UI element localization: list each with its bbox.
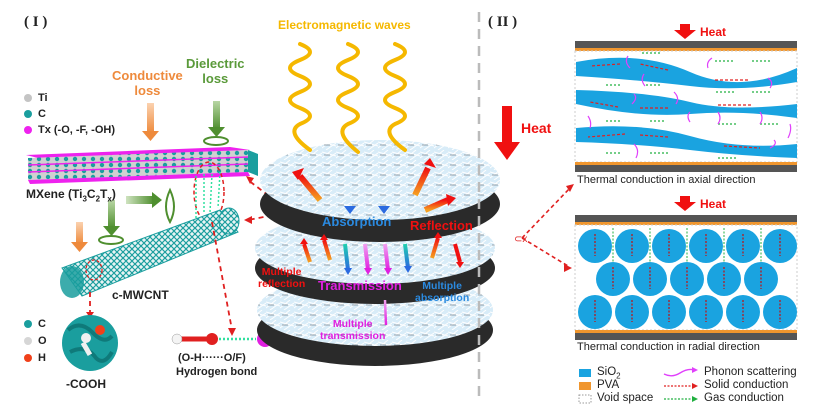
mxene-label: MXene (Ti3C2Tx): [26, 187, 116, 204]
multiple-reflection-arrows: [300, 232, 464, 268]
legend-phonon: Phonon scattering: [704, 366, 797, 378]
void-swatch: [578, 394, 592, 404]
c-mwcnt-tube: [60, 207, 240, 298]
conductive-arrow-lower: [71, 222, 88, 252]
heat-label-axial: Heat: [700, 25, 727, 39]
disc-cross-marker: ⊂x: [514, 234, 527, 245]
dielectric-loss-line1: Dielectric: [186, 56, 245, 71]
panel-label-ii: ( II ): [488, 14, 518, 30]
legend-tx-label: Tx (-O, -F, -OH): [38, 124, 115, 136]
multiple-absorption-line1: Multiple: [422, 280, 462, 292]
mxene-sheet: [26, 147, 258, 184]
multiple-transmission-line2: transmission: [320, 330, 386, 342]
legend-ti: Ti: [24, 92, 48, 104]
absorption-arrows: [344, 178, 390, 214]
callout-arrowhead: [244, 216, 252, 224]
h-atom-icon: [24, 354, 32, 362]
dielectric-loss-line2: loss: [202, 71, 229, 86]
legend-void: Void space: [597, 392, 654, 404]
o-atom-icon: [24, 337, 32, 345]
dielectric-loss-arrow: [203, 101, 229, 146]
multiple-reflection-label: Multiple reflection: [258, 266, 305, 290]
dielectric-arrow-horizontal: [126, 187, 175, 225]
radial-caption: Thermal conduction in radial direction: [577, 341, 760, 353]
cnt-label: c-MWCNT: [112, 288, 169, 302]
em-wave-3: [383, 42, 407, 152]
sio2-swatch: [579, 369, 591, 377]
sio2-particles: [578, 228, 797, 329]
multiple-transmission-label: Multiple transmission: [320, 318, 385, 342]
thermal-callout-arrows: [521, 187, 571, 267]
conductive-loss-arrow: [142, 103, 159, 141]
hbond-formula: (O-H······O/F): [178, 352, 246, 364]
legend-ti-label: Ti: [38, 92, 48, 104]
callout-arrowhead: [246, 176, 254, 184]
radial-conduction-box: [574, 196, 798, 340]
heat-arrow-center: [494, 106, 520, 160]
callout-arrowhead: [228, 328, 236, 336]
ti-atom-icon: [24, 94, 32, 102]
reflection-label: Reflection: [410, 218, 473, 233]
em-wave-icons: [288, 42, 407, 154]
em-wave-2: [336, 42, 360, 154]
legend-bottom-o: O: [24, 335, 47, 347]
pva-swatch: [579, 382, 591, 390]
cooh-sphere: [62, 315, 118, 371]
dielectric-loss-label: Dielectric loss: [186, 56, 245, 86]
heat-label-radial: Heat: [700, 197, 727, 211]
legend-bottom-h: H: [24, 352, 46, 364]
axial-caption: Thermal conduction in axial direction: [577, 174, 756, 186]
tx-atom-icon: [24, 126, 32, 134]
cooh-label: -COOH: [66, 377, 106, 391]
absorption-label: Absorption: [322, 214, 392, 229]
callout-arrowhead: [566, 184, 574, 192]
multiple-absorption-line2: absorption: [415, 292, 470, 304]
legend-pva: PVA: [597, 379, 620, 391]
legend-solid: Solid conduction: [704, 379, 789, 391]
conductive-loss-line2: loss: [134, 83, 161, 98]
legend-tx: Tx (-O, -F, -OH): [24, 124, 115, 136]
panel-label-i: ( I ): [24, 14, 48, 30]
heat-arrow-radial: [674, 196, 696, 211]
multiple-reflection-line1: Multiple: [261, 266, 302, 278]
conductive-loss-label: Conductive loss: [112, 68, 183, 98]
multiple-absorption-label: Multiple absorption: [415, 280, 469, 304]
phonon-arrowhead: [692, 367, 698, 373]
phonon-scattering-icon: [663, 368, 695, 377]
hydrogen-bond-lines: [195, 171, 221, 218]
c-atom-icon: [24, 110, 32, 118]
hbond-label: Hydrogen bond: [176, 366, 258, 378]
legend-bottom-o-label: O: [38, 335, 47, 347]
legend-sio2: SiO2: [597, 366, 621, 381]
legend-bottom-h-label: H: [38, 352, 46, 364]
em-waves-label: Electromagnetic waves: [278, 18, 411, 32]
legend-c-label: C: [38, 108, 46, 120]
axial-conduction-box: [574, 24, 798, 172]
multiple-transmission-line1: Multiple: [332, 318, 373, 330]
mxene-label-text: MXene (Ti: [26, 187, 83, 201]
heat-arrow-axial: [674, 24, 696, 39]
legend-bottom-c-label: C: [38, 318, 46, 330]
dielectric-arrow-lower: [98, 200, 124, 245]
solid-arrowhead: [692, 383, 698, 389]
legend-c: C: [24, 108, 46, 120]
multiple-reflection-line2: reflection: [258, 278, 306, 290]
reflection-arrows: [292, 158, 456, 213]
callout-arrowhead: [564, 264, 572, 272]
c-atom-icon: [24, 320, 32, 328]
transmission-label: Transmission: [318, 278, 402, 293]
gas-arrowhead: [692, 396, 698, 402]
conductive-loss-line1: Conductive: [112, 68, 183, 83]
legend-bottom-c: C: [24, 318, 46, 330]
em-wave-1: [288, 42, 312, 152]
heat-label-center: Heat: [521, 120, 552, 136]
legend-gas: Gas conduction: [704, 392, 784, 404]
transmission-arrows: [343, 243, 412, 326]
